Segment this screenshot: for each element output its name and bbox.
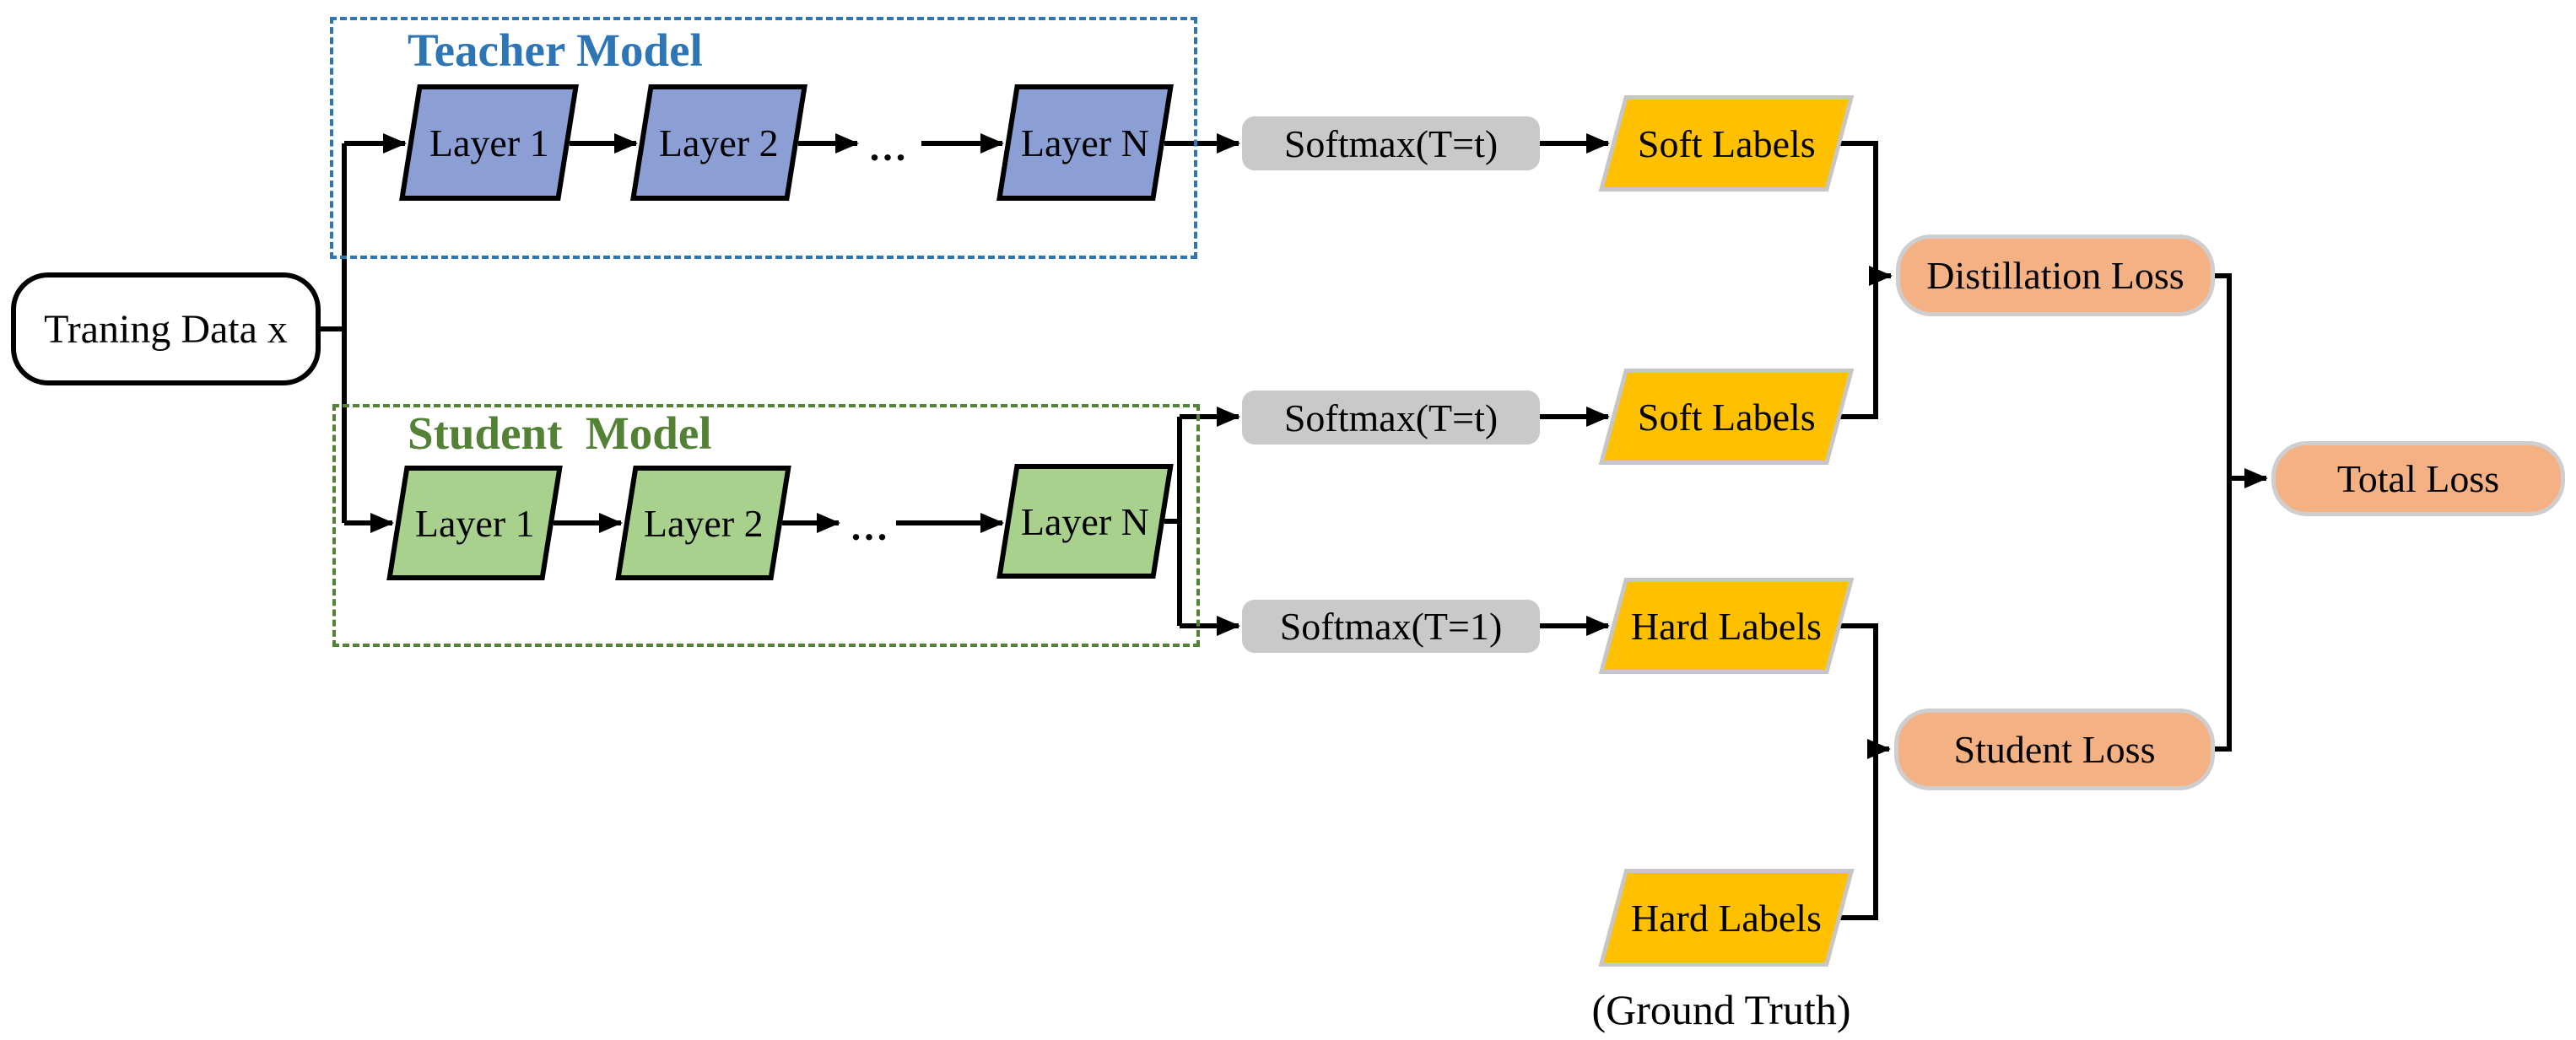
ground-truth-caption: (Ground Truth) [1591, 986, 1851, 1033]
softmax-student-soft-node: Softmax(T=t) [1242, 391, 1540, 445]
training-data-label: Traning Data x [44, 306, 288, 352]
distillation-loss-node: Distillation Loss [1896, 234, 2215, 316]
softmax-student-hard-node: Softmax(T=1) [1242, 600, 1540, 653]
teacher-model-title: Teacher Model [408, 24, 703, 76]
arrow-wires [344, 133, 2268, 759]
teacher-layer-n: Layer N [996, 84, 1174, 201]
student-layer-2: Layer 2 [615, 466, 791, 580]
soft-labels-student-node: Soft Labels [1598, 369, 1855, 465]
teacher-layer-2: Layer 2 [630, 84, 807, 201]
student-layers-ellipsis: ... [851, 505, 891, 548]
total-loss-node: Total Loss [2271, 441, 2565, 516]
teacher-layer-1: Layer 1 [399, 84, 579, 201]
student-layer-1: Layer 1 [386, 466, 563, 580]
training-data-node: Traning Data x [11, 272, 321, 385]
teacher-layers-ellipsis: ... [869, 126, 910, 169]
student-layer-n: Layer N [996, 464, 1174, 579]
teacher-model-group [330, 17, 1197, 259]
soft-labels-teacher-node: Soft Labels [1598, 95, 1855, 191]
softmax-teacher-node: Softmax(T=t) [1242, 116, 1540, 170]
student-loss-node: Student Loss [1894, 709, 2215, 790]
student-model-group [332, 404, 1200, 647]
hard-labels-ground-truth-node: Hard Labels [1598, 869, 1855, 967]
student-model-title: Student Model [408, 407, 712, 459]
hard-labels-student-node: Hard Labels [1598, 578, 1855, 674]
